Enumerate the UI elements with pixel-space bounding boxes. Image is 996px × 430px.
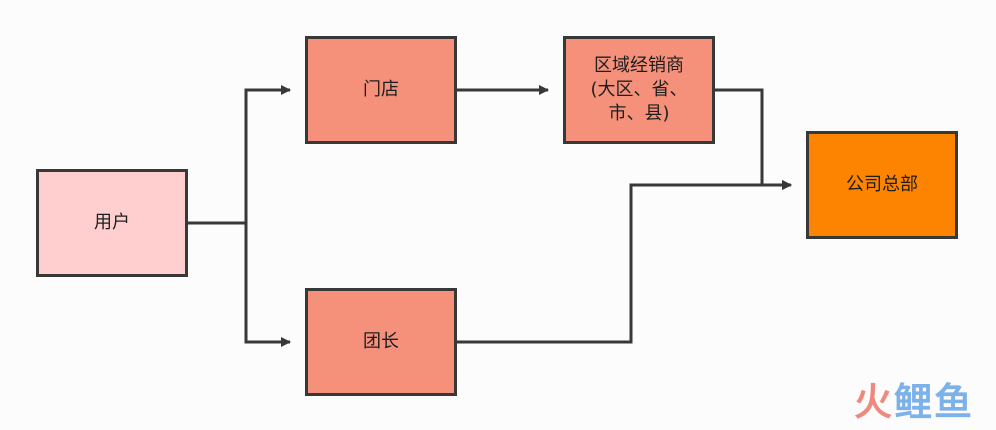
node-regional-dealer: 区域经销商 (大区、省、 市、县) <box>563 36 715 144</box>
node-leader-label: 团长 <box>363 331 399 352</box>
edge-leader-to-hq <box>457 180 792 344</box>
watermark-logo: 火鲤鱼 <box>854 380 974 424</box>
watermark-part-1: 火 <box>853 380 894 424</box>
edge-user-to-store <box>188 85 291 225</box>
node-dealer-line-3: 市、县) <box>608 103 670 124</box>
edge-dealer-to-hq <box>715 88 792 190</box>
node-hq-label: 公司总部 <box>846 174 918 195</box>
node-store: 门店 <box>305 36 457 144</box>
node-group-leader: 团长 <box>305 288 457 396</box>
watermark-part-2: 鲤鱼 <box>893 380 974 424</box>
node-headquarters: 公司总部 <box>806 131 958 239</box>
node-dealer-line-1: 区域经销商 <box>594 55 684 76</box>
node-dealer-line-2: (大区、省、 <box>590 79 688 100</box>
node-store-label: 门店 <box>363 79 399 100</box>
edge-user-to-leader <box>244 223 291 347</box>
node-user: 用户 <box>36 169 188 277</box>
node-user-label: 用户 <box>94 212 130 233</box>
